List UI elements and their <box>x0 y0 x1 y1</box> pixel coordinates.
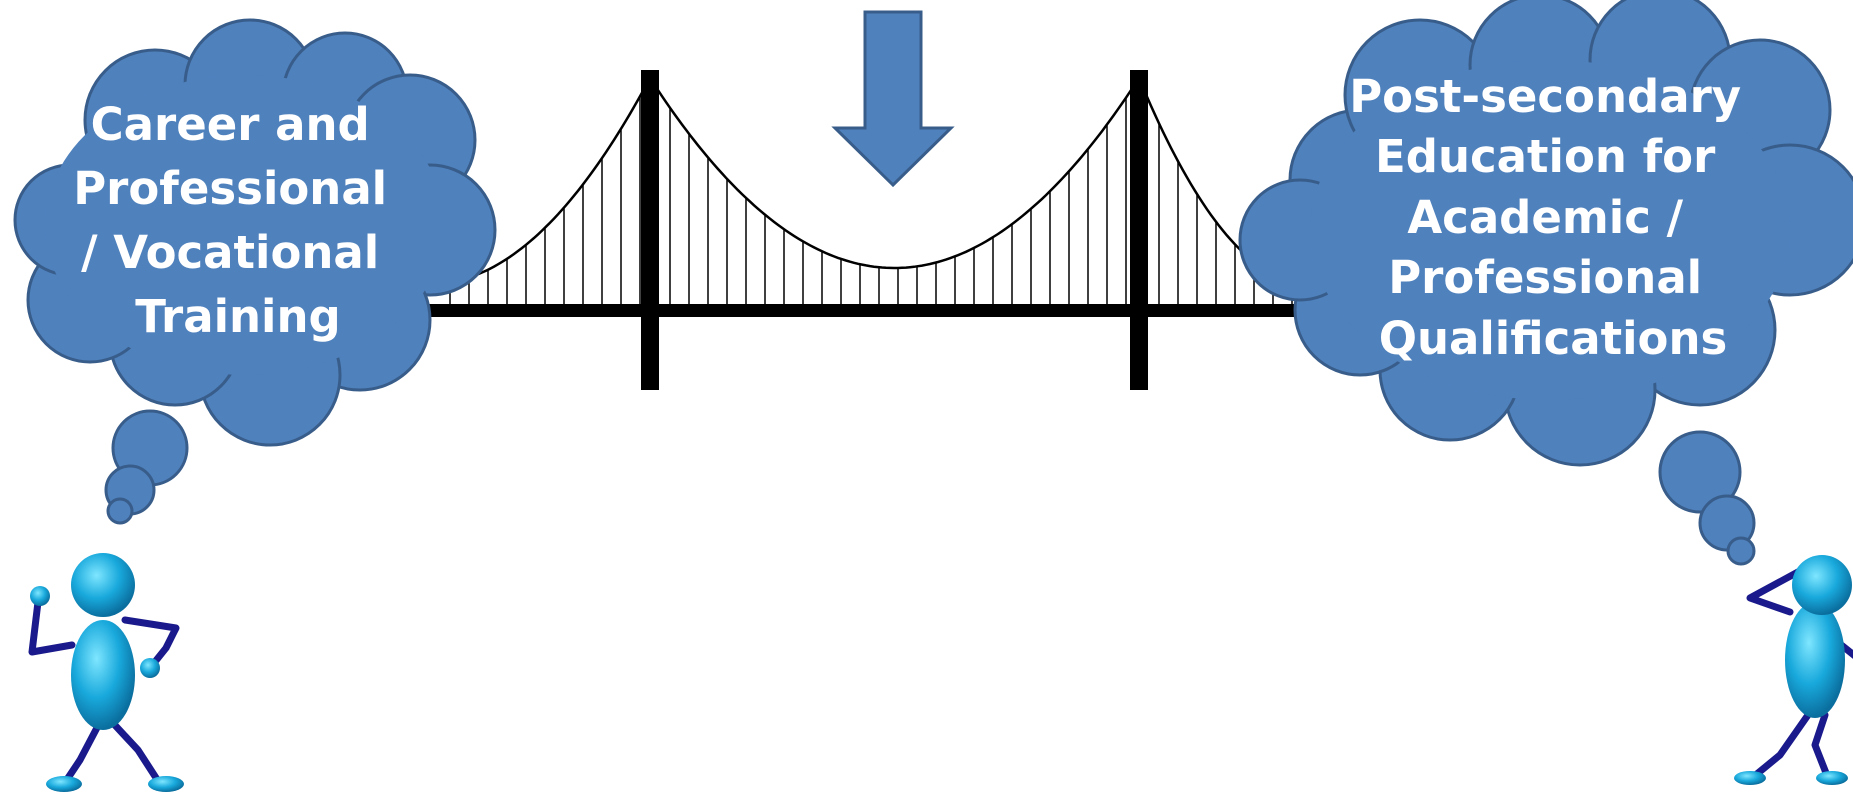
bridge-tower-right <box>1130 70 1148 390</box>
down-arrow-icon <box>831 10 955 188</box>
right-thought-cloud: Post-secondary Education for Academic / … <box>1238 0 1853 566</box>
left-thought-cloud: Career and Professional / Vocational Tra… <box>13 18 497 525</box>
left-figure-body <box>71 620 135 730</box>
right-figure-head <box>1792 555 1852 615</box>
bridge-deck <box>420 304 1320 317</box>
bridge-cable <box>429 75 1308 286</box>
left-cloud-text: Career and Professional / Vocational Tra… <box>73 98 403 343</box>
bridge-tower-left <box>641 70 659 390</box>
bridge-hangers <box>449 96 1293 304</box>
right-cloud-line-3: Academic / <box>1407 191 1683 244</box>
right-cloud-line-1: Post-secondary <box>1349 70 1741 123</box>
left-figure-head <box>71 553 135 617</box>
left-cloud-line-3: / Vocational <box>81 226 379 279</box>
right-cloud-line-2: Education for <box>1375 130 1716 183</box>
right-cloud-line-5: Qualifications <box>1379 312 1728 365</box>
left-cloud-line-2: Professional <box>73 162 387 215</box>
left-stick-figure <box>28 553 184 792</box>
right-cloud-text: Post-secondary Education for Academic / … <box>1349 70 1757 365</box>
right-stick-figure <box>1734 555 1853 785</box>
right-figure-body <box>1785 602 1845 718</box>
left-cloud-line-4: Training <box>135 290 340 343</box>
left-cloud-line-1: Career and <box>91 98 370 151</box>
suspension-bridge <box>420 70 1320 390</box>
right-cloud-line-4: Professional <box>1388 251 1702 304</box>
